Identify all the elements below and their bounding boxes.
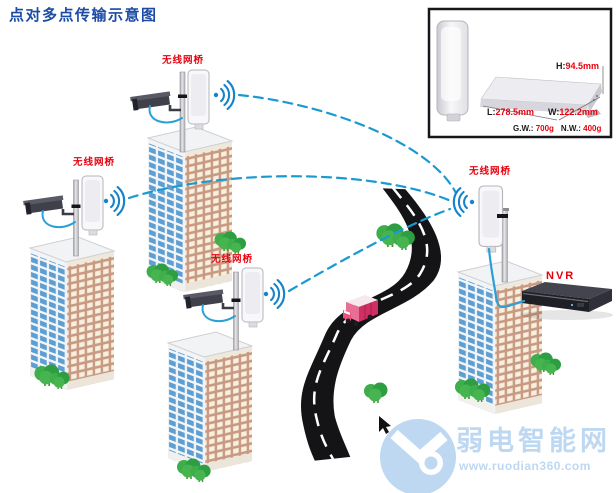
camera-cable [41, 210, 76, 229]
wireless-bridge-top [187, 69, 210, 130]
pole-clamp [178, 94, 187, 98]
bridge-label-right: 无线网桥 [469, 166, 512, 177]
watermark-site-url: www.ruodian360.com [459, 459, 591, 473]
wireless-bridge-mid [241, 267, 264, 328]
pole-clamp [71, 204, 81, 208]
dimension-length: L:278.5mm [487, 107, 535, 117]
wireless-bridge-left [81, 175, 104, 236]
link-mid-to-receiver [287, 207, 452, 293]
wifi-signal-receiver [452, 187, 476, 217]
wifi-signal-mid [262, 279, 286, 309]
page-title: 点对多点传输示意图 [9, 7, 158, 24]
dimension-width: W:122.2mm [548, 107, 598, 117]
pole-clamp [231, 298, 241, 302]
camera-mid [181, 288, 236, 311]
product-inset [427, 7, 613, 139]
cursor-arrow-icon [379, 416, 391, 434]
mast-top [128, 69, 210, 153]
wifi-signal-left [102, 186, 126, 216]
nvr-cable [487, 247, 526, 308]
bridge-label-top: 无线网桥 [162, 55, 205, 66]
mast-right [478, 185, 526, 308]
pole-clamp [497, 214, 508, 218]
camera-left [21, 194, 76, 217]
bridge-label-left: 无线网桥 [73, 157, 116, 168]
bridge-label-mid: 无线网桥 [211, 254, 254, 265]
wireless-bridge-right [478, 185, 504, 253]
product-cpe-vertical [436, 20, 469, 122]
wireless-links [127, 93, 458, 293]
watermark-logo [380, 419, 456, 493]
building-bottom-middle [166, 331, 254, 472]
wifi-signal-top [212, 80, 236, 110]
nvr-device [521, 282, 613, 320]
link-top-to-receiver [237, 93, 458, 195]
building-top-middle [146, 126, 234, 292]
road [298, 185, 444, 464]
camera-top [128, 90, 183, 113]
building-right [456, 260, 544, 414]
link-left-to-receiver [127, 175, 453, 203]
camera-cable [148, 105, 183, 124]
mast-left [21, 175, 104, 257]
mast-middle [181, 267, 264, 351]
truck [343, 295, 378, 326]
camera-cable [201, 304, 236, 323]
watermark-site-name: 弱电智能网 [456, 426, 611, 456]
dimension-height: H:94.5mm [556, 61, 600, 71]
product-unit-horizontal [480, 76, 602, 118]
building-left [28, 236, 116, 390]
nvr-label: NVR [546, 270, 576, 282]
dimension-lines [482, 66, 604, 121]
